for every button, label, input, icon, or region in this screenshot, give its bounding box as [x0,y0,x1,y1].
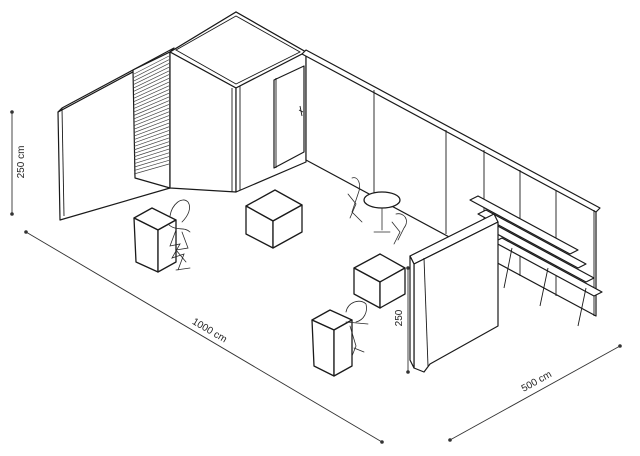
dimension-width: 500 cm [448,344,622,442]
dimension-height-left: 250 cm [10,110,27,216]
height-partition-label: 250 [394,309,405,326]
reception-counter-left [133,207,177,273]
bar-stool-right [345,300,369,357]
bar-stool-left [167,199,191,271]
storage-room [169,11,307,193]
wall-shelving-unit [469,195,603,327]
length-label: 1000 cm [190,316,229,345]
dimension-height-partition: 250 [394,266,410,374]
cube-seat-right [353,253,406,309]
partition-wall [409,213,499,373]
reception-counter-right [311,309,353,377]
storage-door [273,65,305,169]
height-left-label: 250 cm [16,146,27,179]
cube-seat-left [245,189,303,249]
slat-wall-panel [132,51,171,189]
cafe-table-with-chairs [347,177,407,245]
width-label: 500 cm [520,369,554,395]
